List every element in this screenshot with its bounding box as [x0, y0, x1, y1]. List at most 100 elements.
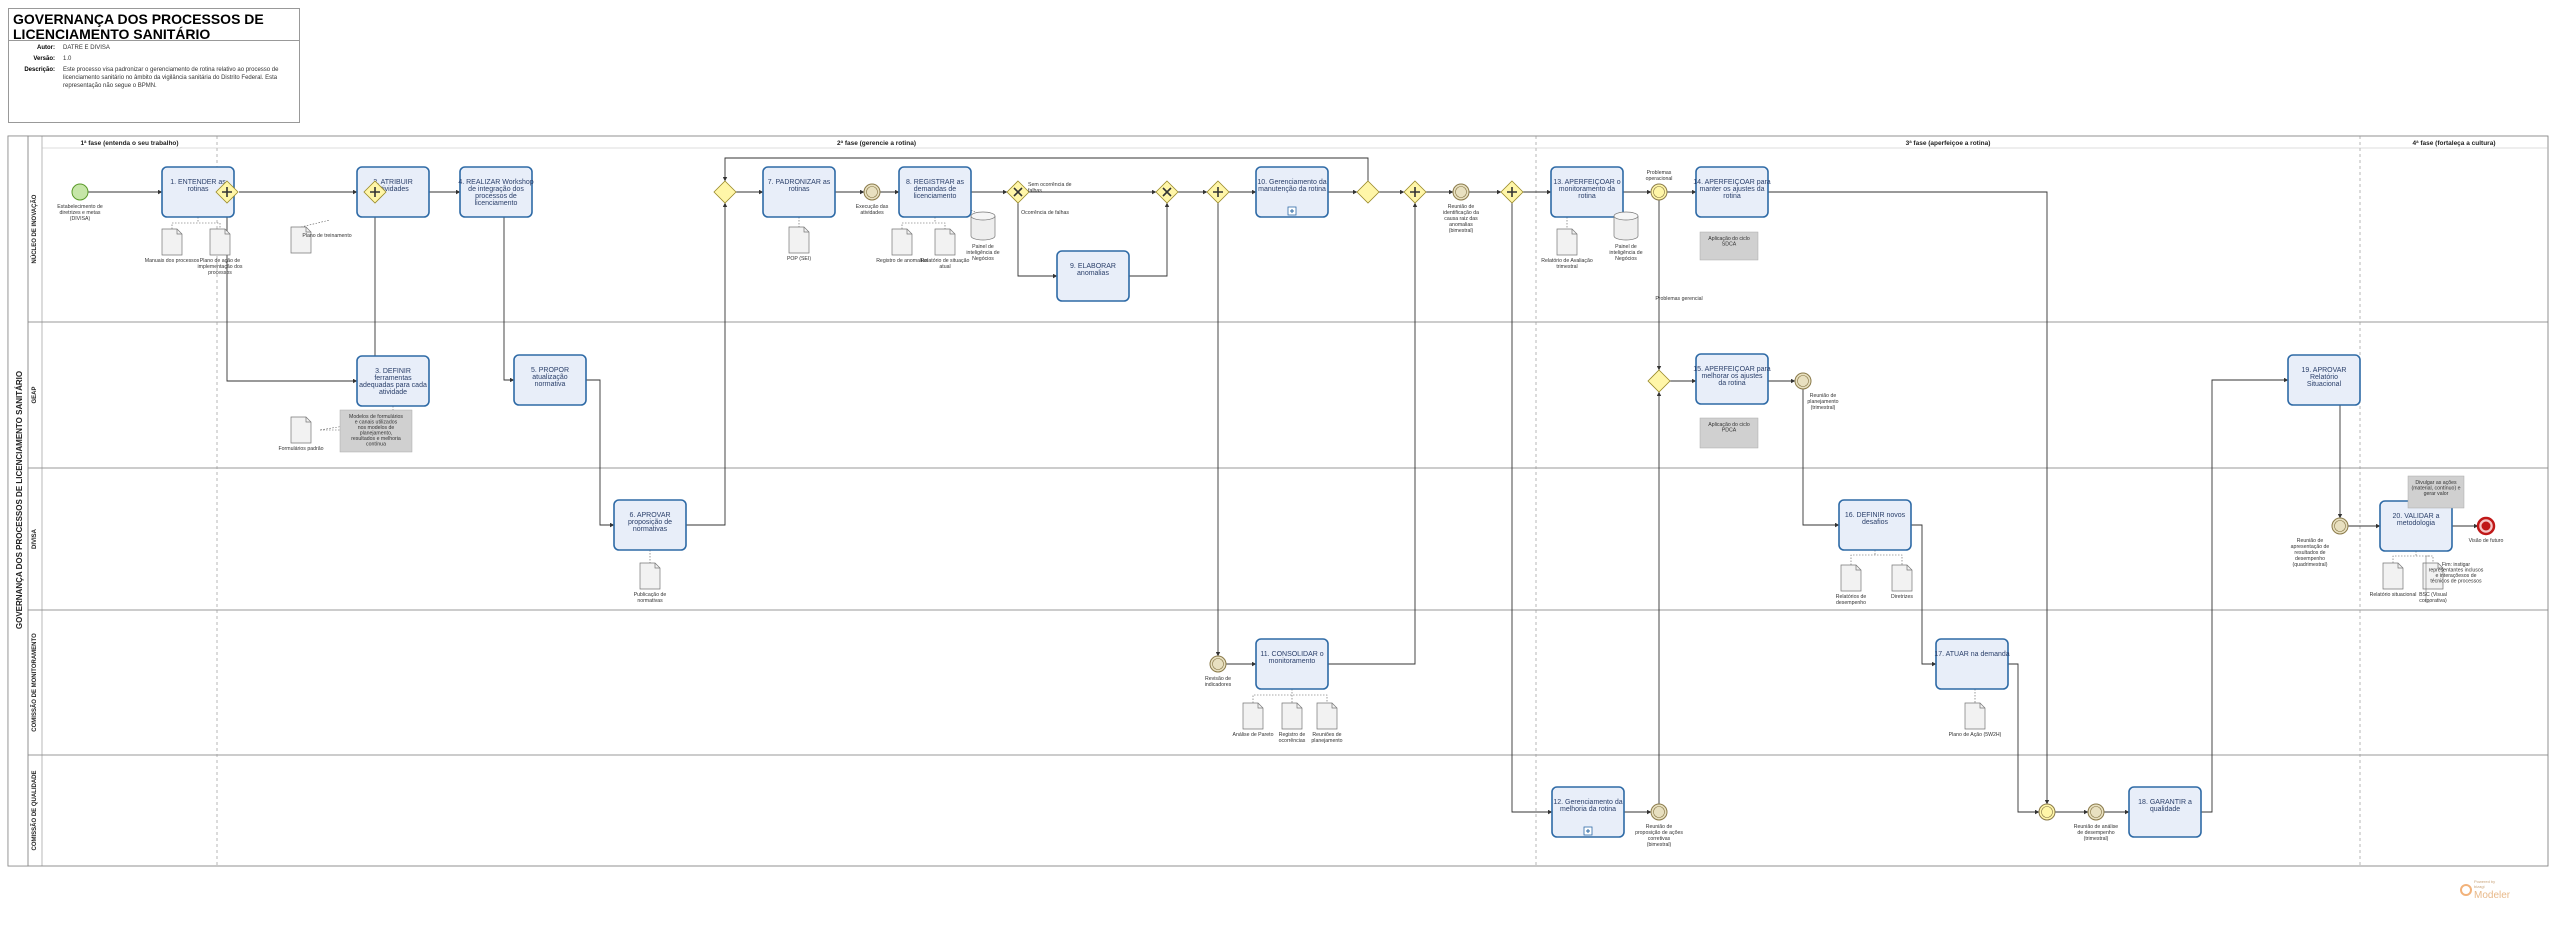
doc-plano-5w2h-label: Plano de Ação (5W2H) [1949, 732, 2002, 738]
gateway-empty-icon [1647, 369, 1671, 393]
lane-label-5: COMISSÃO DE QUALIDADE [31, 770, 38, 850]
gateway-parallel-icon [215, 180, 239, 204]
doc-formularios-label: Formulários padrão [279, 446, 324, 452]
event-execucao-icon [863, 183, 881, 201]
event-revisao-indicadores-icon [1209, 655, 1227, 673]
doc-manuais-icon [161, 228, 183, 256]
versao-label: Versão: [33, 56, 55, 62]
task-17[interactable]: 17. ATUAR na demanda [1934, 638, 2010, 690]
association [300, 219, 331, 228]
sequence-flow [503, 192, 515, 383]
gateway-empty-icon [713, 180, 737, 204]
doc-analise-pareto-label: Análise de Pareto [1233, 732, 1274, 738]
sequence-flow [1017, 203, 1058, 279]
note-divulgar [2407, 475, 2465, 509]
lane-5 [27, 754, 2549, 867]
sequence-flow [1768, 191, 2050, 805]
sequence-flow [586, 379, 615, 528]
logo-bizagi: bizagi [2474, 884, 2485, 889]
gateway-parallel-icon [1500, 180, 1524, 204]
event-reuniao-proposicao-icon [1650, 803, 1668, 821]
label-ocorrencia: Ocorrência de falhas [1021, 210, 1069, 216]
doc-manuais-label: Manuais dos processos [145, 258, 200, 264]
sequence-flow [1129, 202, 1170, 277]
doc-registro-anomalias-icon [891, 228, 913, 256]
doc-relatorio-situacional-icon [2382, 562, 2404, 590]
event-reuniao-planejamento-icon [1794, 372, 1812, 390]
doc-formularios-icon [290, 416, 312, 444]
gateway-exclusive-icon [1006, 180, 1030, 204]
doc-registro-ocorrencias-icon [1281, 702, 1303, 730]
sequence-flow [722, 157, 1369, 182]
event-reuniao-identificacao-icon [1452, 183, 1470, 201]
database-painel-icon [970, 211, 996, 241]
doc-registro-anomalias-label: Registro de anomalias [876, 258, 928, 264]
doc-plano-treinamento-icon [290, 226, 312, 254]
doc-plano-5w2h-icon [1964, 702, 1986, 730]
database-painel-2-icon [1613, 211, 1639, 241]
doc-bsc-icon [2422, 562, 2444, 590]
doc-publicacao-icon [639, 562, 661, 590]
phase-label-1: 1ª fase (entenda o seu trabalho) [80, 140, 178, 147]
phase-label-2: 2ª fase (gerencie a rotina) [837, 140, 916, 147]
pool-title: GOVERNANÇA DOS PROCESSOS DE LICENCIAMENT… [15, 371, 24, 629]
autor-label: Autor: [37, 45, 55, 51]
autor-value: DATRE E DIVISA [63, 45, 110, 51]
association [901, 222, 946, 229]
note-pdca [1699, 417, 1759, 449]
sequence-flow [226, 203, 358, 384]
pool [7, 135, 2549, 867]
doc-reunioes-icon [1316, 702, 1338, 730]
association [2392, 555, 2434, 563]
start-event-icon [71, 183, 89, 201]
event-intermediate-icon [2038, 803, 2056, 821]
descricao-label: Descrição: [24, 67, 55, 73]
sequence-flow [2201, 377, 2289, 813]
note-sdca [1699, 231, 1759, 261]
doc-analise-pareto-icon [1242, 702, 1264, 730]
